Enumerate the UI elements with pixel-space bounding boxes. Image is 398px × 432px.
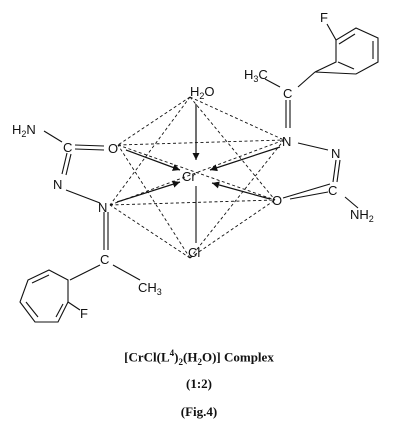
carbon-left-imine-label: C	[100, 252, 109, 267]
carbon-right-imine-label: C	[283, 86, 292, 101]
chloride-label: Cl	[188, 245, 200, 260]
fluorine-top-label: F	[320, 10, 328, 25]
water-label: H2O	[190, 84, 215, 101]
coordination-bonds	[116, 104, 281, 243]
methyl-top-label: H3C	[244, 67, 268, 84]
oxygen-left-label: O	[108, 141, 118, 156]
nitrogen-right-label: N	[282, 134, 291, 149]
right-ligand-bonds	[264, 71, 359, 209]
methyl-bottom-label: CH3	[138, 280, 162, 297]
nitrogen-left-hydrazone-label: N	[53, 177, 62, 192]
figure-number-caption: (Fig.4)	[180, 404, 218, 419]
ratio-caption: (1:2)	[186, 376, 212, 391]
atom-labels: H2O Cr Cl O O N N N N C C C C H2N NH2 CH…	[12, 10, 374, 321]
complex-formula-caption: [CrCl(L4)2(H2O)] Complex	[124, 348, 274, 367]
oxygen-right-label: O	[272, 193, 282, 208]
bottom-phenyl-ring	[19, 269, 81, 323]
nitrogen-left-label: N	[98, 200, 107, 215]
fluorine-bottom-label: F	[80, 306, 88, 321]
nitrogen-right-hydrazone-label: N	[331, 146, 340, 161]
amine-left-label: H2N	[12, 122, 36, 139]
carbon-left-amide-label: C	[63, 140, 72, 155]
carbon-right-amide-label: C	[328, 183, 337, 198]
amine-right-label: NH2	[350, 207, 374, 224]
top-phenyl-ring	[314, 23, 379, 75]
left-ligand-bonds	[43, 130, 141, 281]
metal-label: Cr	[182, 169, 196, 184]
octahedron-dashed-edges	[109, 96, 285, 259]
